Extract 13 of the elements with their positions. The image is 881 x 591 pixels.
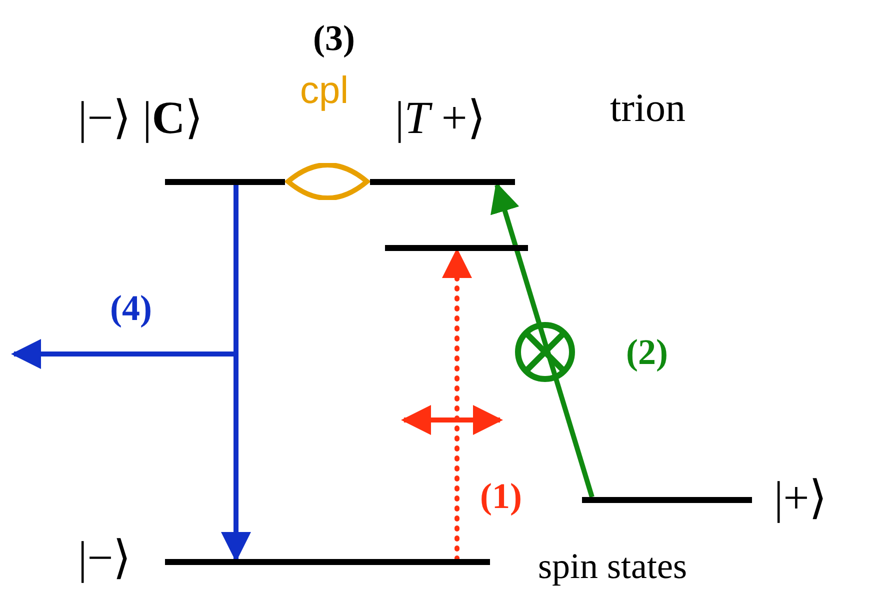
coupling-label: cpl — [300, 72, 349, 110]
dotted-arrow — [442, 248, 472, 562]
state-ket-label: |T +⟩ — [395, 95, 486, 141]
step-number: (3) — [313, 20, 355, 56]
edge-label: (1) — [480, 478, 522, 514]
state-ket-label: |+⟩ — [774, 475, 828, 521]
state-ket-label: |−⟩ — [78, 535, 132, 581]
arrow — [490, 182, 594, 498]
edge-label: (2) — [626, 334, 668, 370]
annotation-text: trion — [610, 88, 686, 128]
state-ket-label: |−⟩ |C⟩ — [78, 95, 204, 141]
edge-label: (4) — [110, 290, 152, 326]
annotation-text: spin states — [538, 548, 687, 584]
